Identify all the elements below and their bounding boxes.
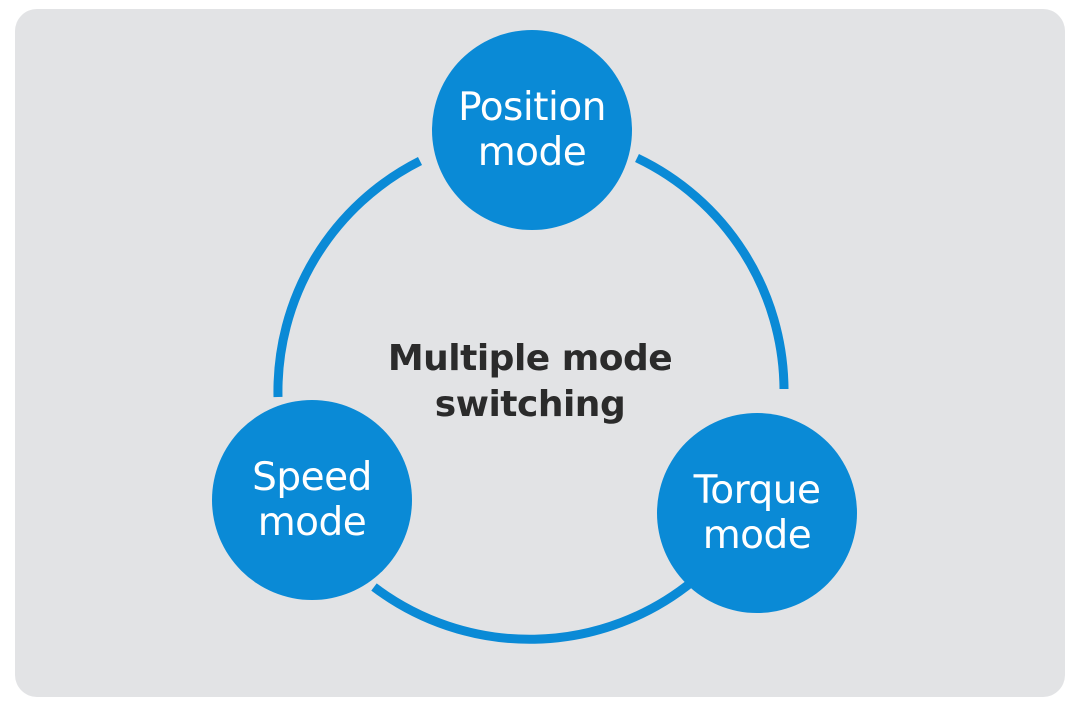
center-title-line1: Multiple mode bbox=[387, 338, 673, 379]
position-mode-node: Position mode bbox=[432, 30, 632, 230]
speed-mode-node: Speed mode bbox=[212, 400, 412, 600]
torque-mode-label-line2: mode bbox=[702, 513, 812, 558]
speed-mode-label-line1: Speed bbox=[252, 455, 372, 500]
torque-mode-label-line1: Torque bbox=[693, 468, 821, 513]
center-title: Multiple mode switching bbox=[330, 336, 730, 428]
ring-arc-left bbox=[273, 156, 423, 398]
position-mode-label-line1: Position bbox=[458, 85, 606, 130]
speed-mode-label-line2: mode bbox=[257, 500, 367, 545]
ring-arc-bottom bbox=[371, 577, 696, 644]
center-title-line2: switching bbox=[434, 384, 626, 425]
position-mode-label-line2: mode bbox=[477, 130, 587, 175]
torque-mode-node: Torque mode bbox=[657, 413, 857, 613]
ring-arc-right bbox=[635, 153, 789, 390]
